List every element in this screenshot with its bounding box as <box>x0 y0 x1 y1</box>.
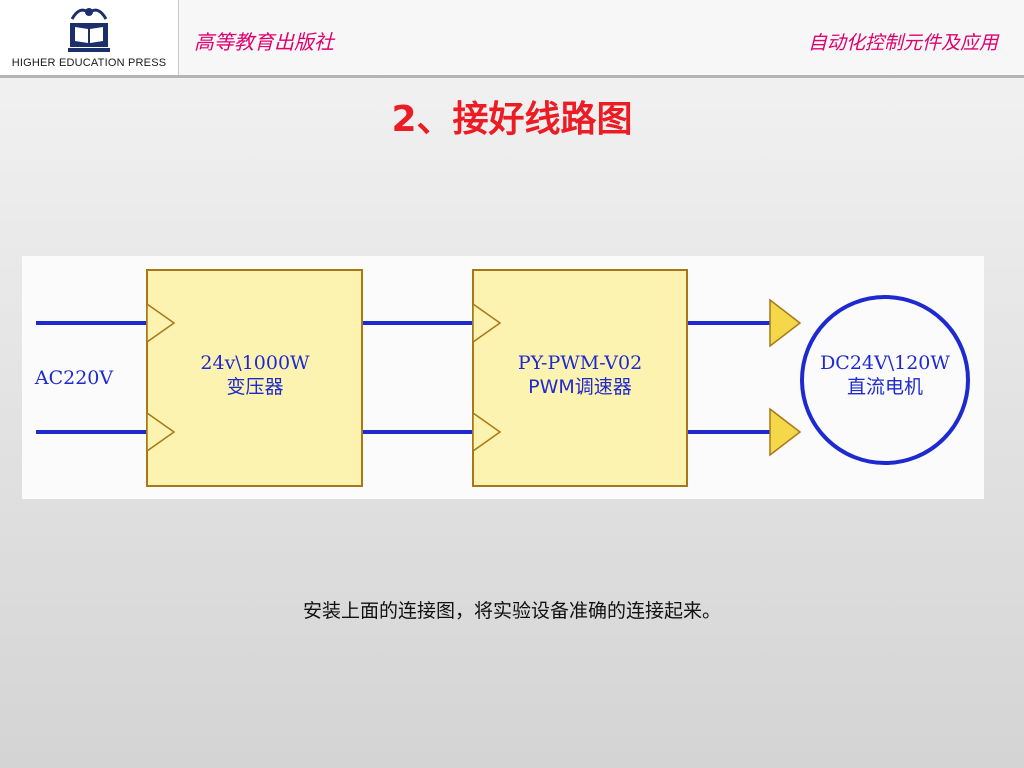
transformer-spec: 24v\1000W <box>200 352 310 374</box>
controller-input-connector-top <box>472 302 502 344</box>
wiring-diagram: AC220V 24v\1000W 变压器 PY-PWM-V02 PWM调速器 D… <box>22 256 984 499</box>
controller-label: PY-PWM-V02 PWM调速器 <box>474 351 686 399</box>
motor-name: 直流电机 <box>846 376 923 398</box>
transformer-input-connector-bottom <box>146 411 176 453</box>
controller-block <box>472 269 688 487</box>
input-voltage-label: AC220V <box>34 367 114 389</box>
instruction-caption: 安装上面的连接图，将实验设备准确的连接起来。 <box>302 600 721 622</box>
transformer-label: 24v\1000W 变压器 <box>149 351 361 399</box>
transformer-block <box>146 269 363 487</box>
motor-spec: DC24V\120W <box>820 352 950 374</box>
controller-model: PY-PWM-V02 <box>517 352 643 374</box>
motor-label: DC24V\120W 直流电机 <box>792 351 978 399</box>
motor-circle <box>800 295 970 465</box>
transformer-name: 变压器 <box>226 376 284 398</box>
publisher-name: 高等教育出版社 <box>194 30 334 54</box>
transformer-input-connector-top <box>146 302 176 344</box>
motor-input-connector-top <box>769 298 802 348</box>
motor-input-connector-bottom <box>769 407 802 457</box>
course-name: 自动化控制元件及应用 <box>807 32 998 54</box>
logo-text: HIGHER EDUCATION PRESS <box>11 57 167 69</box>
publisher-logo: HIGHER EDUCATION PRESS <box>0 0 179 75</box>
page-title: 2、接好线路图 <box>391 99 633 140</box>
header-divider <box>0 75 1024 78</box>
book-emblem-icon <box>68 8 110 52</box>
controller-name: PWM调速器 <box>528 376 632 398</box>
controller-input-connector-bottom <box>472 411 502 453</box>
slide-header: HIGHER EDUCATION PRESS 高等教育出版社 自动化控制元件及应… <box>0 0 1024 75</box>
